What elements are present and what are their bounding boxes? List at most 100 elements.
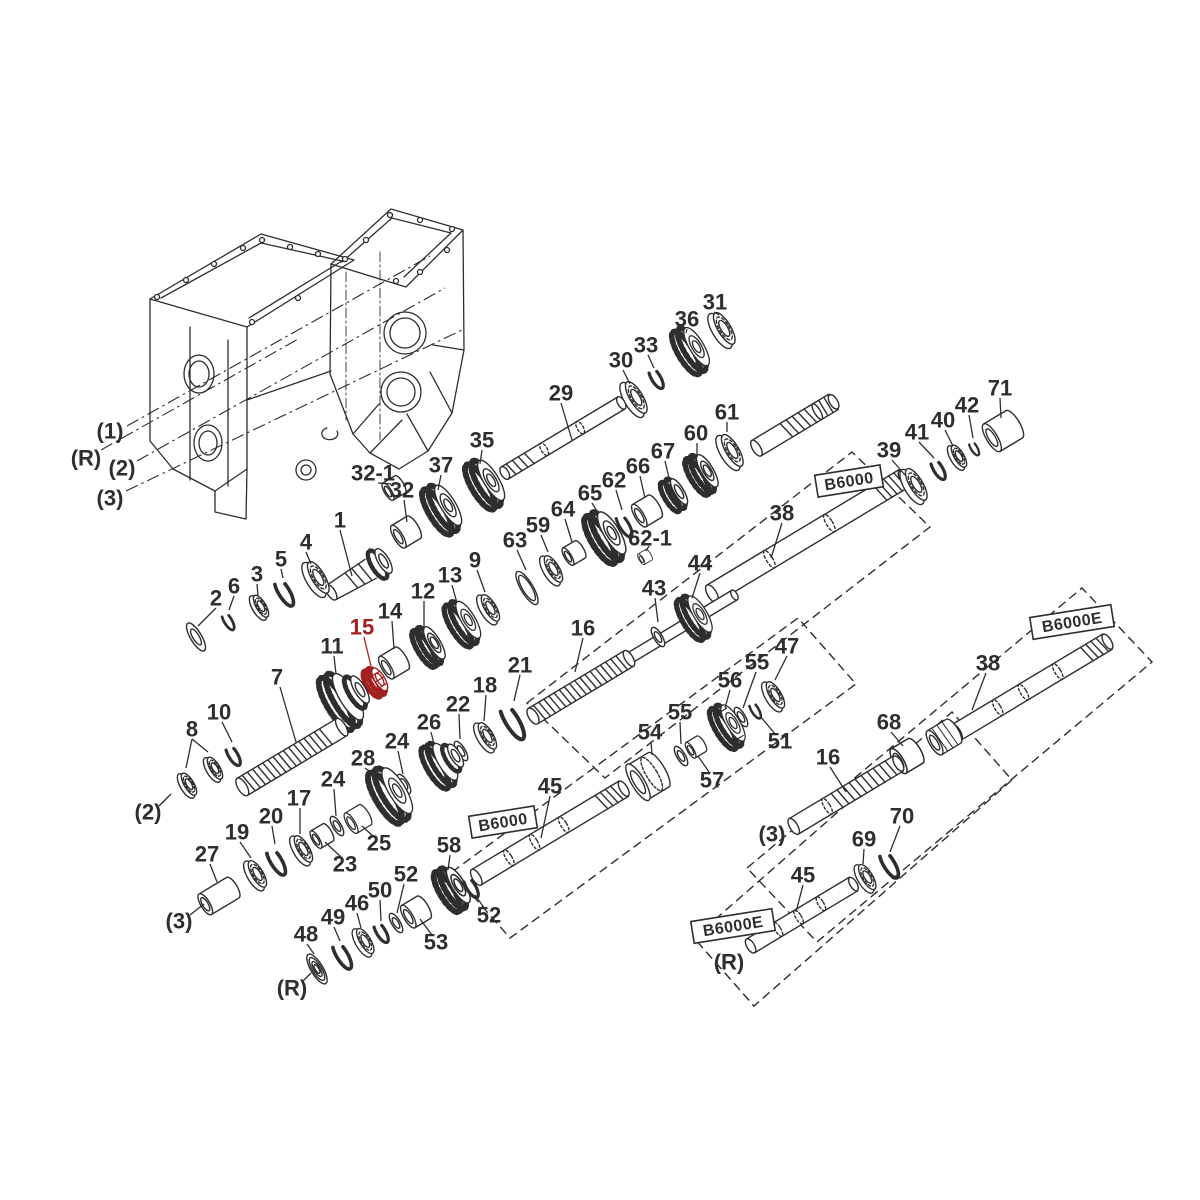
part-label-2: 2 <box>210 586 222 611</box>
leader-line <box>647 354 655 369</box>
part-60-coupling-gear <box>681 450 724 499</box>
part-label-52: 52 <box>477 903 501 928</box>
part-label-22: 22 <box>446 692 470 717</box>
leader-line <box>891 459 906 476</box>
part-label-69: 69 <box>852 827 876 852</box>
axis-centerline <box>125 329 463 492</box>
part-label-48: 48 <box>294 922 318 947</box>
part-label-16: 16 <box>571 616 595 641</box>
part-label-44: 44 <box>688 551 713 576</box>
part-label-57: 57 <box>700 768 724 793</box>
leader-line <box>639 475 646 499</box>
part-label-67: 67 <box>651 439 675 464</box>
leader-line <box>742 671 757 709</box>
part-11-cluster-gear <box>315 670 370 734</box>
part-29-shaft <box>499 396 627 481</box>
part-54-coupling <box>625 751 671 802</box>
part-label-28: 28 <box>351 746 375 771</box>
leader-line <box>447 854 451 871</box>
part-label-45: 45 <box>791 863 815 888</box>
leader-line <box>397 750 404 775</box>
leader-line <box>361 825 375 838</box>
leader-line <box>513 674 521 702</box>
part-label-21: 21 <box>508 653 532 678</box>
part-label-29: 29 <box>549 381 573 406</box>
housing-right-case-body <box>329 229 465 470</box>
part-label-62-1: 62-1 <box>628 526 672 551</box>
leader-line <box>396 883 405 914</box>
leader-line <box>516 549 527 571</box>
leader-line <box>679 721 682 745</box>
part-shaft-end-piece <box>749 393 840 457</box>
leader-line <box>540 534 549 553</box>
part-label-32-1: 32-1 <box>351 461 395 486</box>
housing-bolt-holes <box>153 211 456 326</box>
part-label-35: 35 <box>470 428 494 453</box>
leader-line <box>474 894 486 910</box>
leader-line <box>944 429 954 447</box>
leader-line <box>889 825 901 853</box>
part-label-11: 11 <box>320 634 343 659</box>
leader-line <box>759 715 777 736</box>
part-label-1: 1 <box>334 508 346 533</box>
part-spline-sleeve <box>925 718 963 756</box>
part-label-25: 25 <box>367 831 391 856</box>
part-label-55: 55 <box>745 650 769 675</box>
leader-line <box>256 583 259 597</box>
leader-line <box>197 607 217 627</box>
leader-line <box>691 572 701 599</box>
axis-centerline <box>100 337 301 451</box>
housing-bore <box>193 424 223 462</box>
leader-line <box>829 766 847 793</box>
leader-lines <box>158 311 1002 983</box>
part-15-gear-highlighted <box>360 665 389 700</box>
part-label-33: 33 <box>634 333 658 358</box>
leader-line <box>158 793 172 807</box>
leader-line <box>437 474 442 491</box>
part-label-43: 43 <box>642 576 666 601</box>
part-label-(R): (R) <box>714 950 745 975</box>
leader-line <box>451 584 458 604</box>
axis-centerlines <box>100 255 463 492</box>
assembly-box <box>525 451 932 779</box>
part-label-66: 66 <box>626 454 650 479</box>
part-label-50: 50 <box>368 878 392 903</box>
part-label-42: 42 <box>955 393 979 418</box>
part-48-seal <box>306 953 328 985</box>
part-label-45: 45 <box>538 774 562 799</box>
leader-line <box>356 912 362 929</box>
leader-line <box>795 884 804 913</box>
part-label-8: 8 <box>186 717 198 742</box>
gearbox-housing-drawing <box>149 208 465 520</box>
leader-line <box>560 402 573 441</box>
leader-line <box>770 522 783 559</box>
leader-line <box>591 502 599 514</box>
part-7-splined-shaft <box>235 717 349 797</box>
leader-line <box>483 694 487 722</box>
model-plate-B6000: B6000 <box>813 464 885 498</box>
leader-line <box>890 731 904 747</box>
part-label-62: 62 <box>602 468 626 493</box>
part-45-shaft <box>469 780 630 886</box>
part-label-(R): (R) <box>277 976 308 1001</box>
part-label-14: 14 <box>378 599 403 624</box>
part-label-49: 49 <box>321 905 345 930</box>
leader-line <box>403 499 408 523</box>
part-label-56: 56 <box>718 668 742 693</box>
leader-line <box>333 655 337 675</box>
leader-line <box>209 863 218 883</box>
leader-line <box>377 482 392 485</box>
leader-line <box>971 672 987 711</box>
leader-line <box>615 489 623 511</box>
part-56-shifter-gear <box>705 699 751 752</box>
leader-line <box>862 848 865 865</box>
part-label-20: 20 <box>259 804 283 829</box>
part-label-(3): (3) <box>759 822 786 847</box>
leader-line <box>574 637 584 673</box>
part-label-53: 53 <box>424 930 448 955</box>
part-label-52: 52 <box>394 862 418 887</box>
part-label-5: 5 <box>275 547 287 572</box>
housing-bore <box>380 371 422 413</box>
part-label-(3): (3) <box>166 909 193 934</box>
